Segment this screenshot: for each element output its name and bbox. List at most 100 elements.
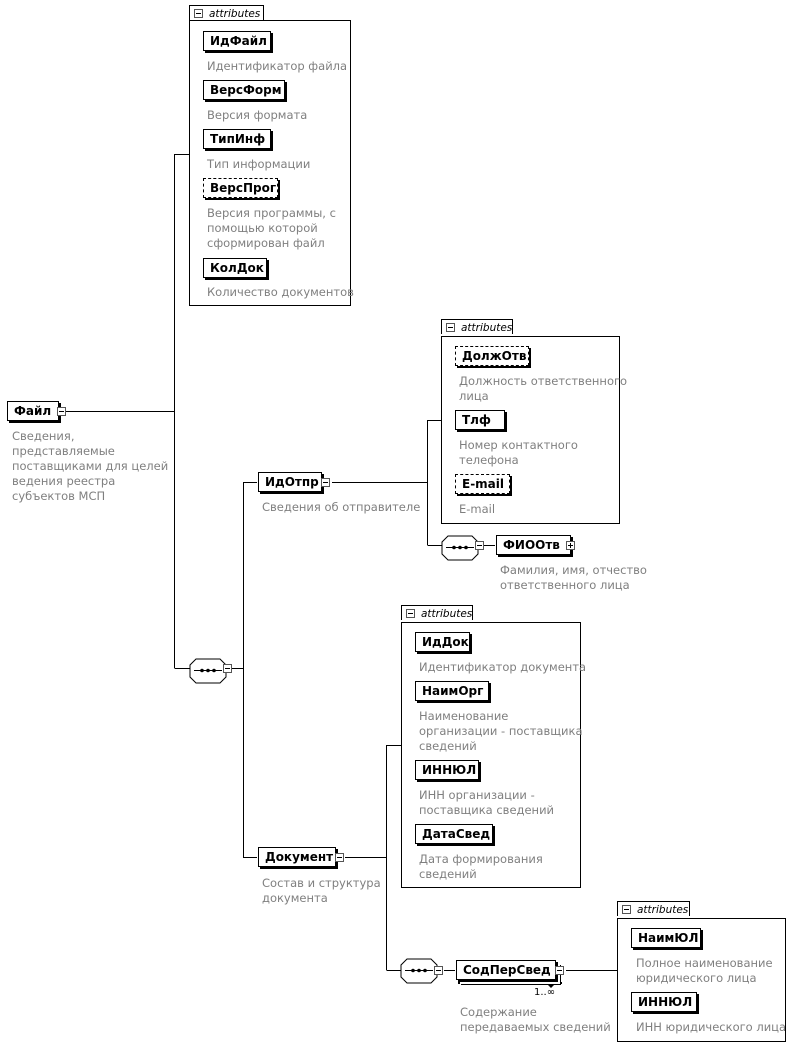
desc-line: ИНН организации - xyxy=(419,788,535,802)
attribute-innul[interactable]: ИННЮЛ xyxy=(415,760,479,780)
sender-attributes-panel xyxy=(441,336,620,524)
desc-line: представляемые xyxy=(12,444,115,458)
element-label: ФИООтв xyxy=(503,538,560,552)
attribute-description: Идентификатор файла xyxy=(207,59,347,74)
desc-line: Тип информации xyxy=(207,157,311,171)
attribute-description: Количество документов xyxy=(207,285,354,300)
desc-line: Идентификатор файла xyxy=(207,59,348,73)
attribute-description: Идентификатор документа xyxy=(419,660,586,675)
attribute-idfile[interactable]: ИдФайл xyxy=(203,31,271,51)
desc-line: поставщиками для целей xyxy=(12,459,169,473)
multiplicity-marker xyxy=(458,982,562,988)
element-sender[interactable]: ИдОтпр xyxy=(258,472,322,492)
attributes-tab-label: attributes xyxy=(637,904,689,916)
attributes-collapse-icon[interactable] xyxy=(622,905,631,914)
attribute-dolzhotv[interactable]: ДолжОтв xyxy=(455,346,529,366)
attribute-label: ИННЮЛ xyxy=(422,763,477,777)
document-description: Состав и структура документа xyxy=(262,876,381,906)
attribute-label: E-mail xyxy=(462,477,505,491)
desc-line: Наименование xyxy=(419,709,509,723)
root-collapse-icon[interactable] xyxy=(57,407,66,416)
desc-line: сведений xyxy=(419,867,477,881)
desc-line: сформирован файл xyxy=(207,236,325,250)
element-document[interactable]: Документ xyxy=(258,847,336,867)
root-element-file[interactable]: Файл xyxy=(7,401,59,421)
element-label: СодПерСвед xyxy=(463,963,551,977)
attribute-innul-2[interactable]: ИННЮЛ xyxy=(631,992,697,1012)
attribute-tipinf[interactable]: ТипИнф xyxy=(203,129,271,149)
attribute-description: Полное наименование юридического лица xyxy=(636,956,773,986)
desc-line: юридического лица xyxy=(636,971,757,985)
desc-line: Версия формата xyxy=(207,108,308,122)
attribute-description: E-mail xyxy=(459,502,495,517)
desc-line: Должность ответственного xyxy=(459,374,628,388)
desc-line: Сведения, xyxy=(12,429,75,443)
desc-line: ИНН юридического лица xyxy=(636,1020,787,1034)
attribute-description: Версия формата xyxy=(207,108,307,123)
sequence-1-collapse-icon[interactable] xyxy=(223,664,232,673)
content-cardinality: 1..∞ xyxy=(534,987,556,998)
attribute-versprog[interactable]: ВерсПрог xyxy=(203,178,278,198)
content-attributes-tab[interactable]: attributes xyxy=(617,901,690,916)
desc-line: поставщика сведений xyxy=(419,803,555,817)
element-label: ИдОтпр xyxy=(265,475,319,489)
attribute-description: Номер контактного телефона xyxy=(459,438,578,468)
attribute-description: Тип информации xyxy=(207,157,310,172)
desc-line: Версия программы, с xyxy=(207,206,336,220)
attribute-email[interactable]: E-mail xyxy=(455,474,510,494)
attribute-tlf[interactable]: Тлф xyxy=(455,410,505,430)
attribute-label: ТипИнф xyxy=(210,132,266,146)
attribute-label: ИННЮЛ xyxy=(638,995,693,1009)
attribute-description: ИНН юридического лица xyxy=(636,1020,786,1035)
fio-expand-icon[interactable] xyxy=(566,541,575,550)
element-label: Документ xyxy=(265,850,334,864)
attributes-collapse-icon[interactable] xyxy=(406,609,415,618)
sender-description: Сведения об отправителе xyxy=(262,500,420,515)
attribute-description: ИНН организации - поставщика сведений xyxy=(419,788,554,818)
attribute-naimul[interactable]: НаимЮЛ xyxy=(631,928,701,948)
attribute-versform[interactable]: ВерсФорм xyxy=(203,80,285,100)
attribute-label: ИдФайл xyxy=(210,34,267,48)
attribute-naimorg[interactable]: НаимОрг xyxy=(415,681,489,701)
desc-line: Дата формирования xyxy=(419,852,543,866)
sequence-3-collapse-icon[interactable] xyxy=(434,966,443,975)
attributes-tab-label: attributes xyxy=(461,322,513,334)
root-description: Сведения, представляемые поставщиками дл… xyxy=(12,429,168,504)
content-collapse-icon[interactable] xyxy=(555,966,564,975)
desc-line: передаваемых сведений xyxy=(460,1020,611,1034)
desc-line: ведения реестра xyxy=(12,474,116,488)
desc-line: Фамилия, имя, отчество xyxy=(500,563,647,577)
desc-line: помощью которой xyxy=(207,221,318,235)
desc-line: Номер контактного xyxy=(459,438,578,452)
attribute-label: ДатаСвед xyxy=(422,827,491,841)
desc-line: организации - поставщика xyxy=(419,724,583,738)
attribute-description: Должность ответственного лица xyxy=(459,374,627,404)
document-attributes-tab[interactable]: attributes xyxy=(401,605,473,620)
attribute-label: ИдДок xyxy=(422,635,469,649)
desc-line: Сведения об отправителе xyxy=(262,500,421,514)
desc-line: Идентификатор документа xyxy=(419,660,587,674)
attributes-collapse-icon[interactable] xyxy=(194,9,203,18)
document-collapse-icon[interactable] xyxy=(335,853,344,862)
element-fio[interactable]: ФИООтв xyxy=(496,535,571,555)
sequence-compositor-3[interactable] xyxy=(400,958,438,984)
content-description: Содержание передаваемых сведений xyxy=(460,1005,611,1035)
sender-collapse-icon[interactable] xyxy=(321,478,330,487)
attribute-iddok[interactable]: ИдДок xyxy=(415,632,470,652)
attribute-label: НаимЮЛ xyxy=(638,931,699,945)
element-content[interactable]: СодПерСвед xyxy=(456,960,556,980)
root-element-label: Файл xyxy=(14,404,52,418)
attributes-collapse-icon[interactable] xyxy=(446,323,455,332)
desc-line: E-mail xyxy=(459,502,496,516)
attribute-koldok[interactable]: КолДок xyxy=(203,258,267,278)
attribute-label: НаимОрг xyxy=(422,684,484,698)
sender-attributes-tab[interactable]: attributes xyxy=(441,319,513,334)
sequence-compositor-2[interactable] xyxy=(441,535,479,561)
attribute-description: Наименование организации - поставщика св… xyxy=(419,709,583,754)
sequence-compositor-1[interactable] xyxy=(189,658,227,684)
attribute-datasved[interactable]: ДатаСвед xyxy=(415,824,493,844)
file-attributes-tab[interactable]: attributes xyxy=(189,5,264,20)
attribute-label: ДолжОтв xyxy=(462,349,527,363)
attributes-tab-label: attributes xyxy=(421,608,473,620)
sequence-2-collapse-icon[interactable] xyxy=(475,541,484,550)
